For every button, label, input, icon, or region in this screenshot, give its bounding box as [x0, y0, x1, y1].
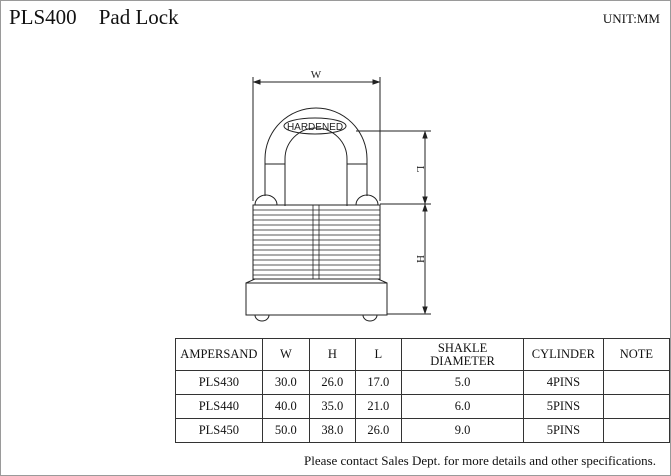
cell: 26.0 [309, 370, 356, 395]
cell [602, 370, 670, 395]
cell: 5PINS [523, 394, 604, 419]
col-h: H [309, 338, 356, 371]
cell [602, 418, 670, 443]
footer-note: Please contact Sales Dept. for more deta… [304, 453, 656, 468]
page-title: PLS400 Pad Lock [9, 5, 201, 30]
dim-h-label: H [414, 255, 426, 263]
col-cylinder: CYLINDER [523, 338, 604, 371]
cell: 21.0 [354, 394, 403, 419]
cell: PLS430 [175, 370, 263, 395]
cell: 9.0 [401, 418, 525, 443]
cell: 4PINS [523, 370, 604, 395]
cell: 30.0 [261, 370, 311, 395]
cell: 26.0 [354, 418, 403, 443]
cell [602, 394, 670, 419]
cell: 5.0 [401, 370, 525, 395]
cell: PLS440 [175, 394, 263, 419]
cell: 17.0 [354, 370, 403, 395]
cell: 38.0 [309, 418, 356, 443]
cell: 50.0 [261, 418, 311, 443]
col-ampersand: AMPERSAND [175, 338, 263, 371]
col-w: W [261, 338, 311, 371]
cell: 5PINS [523, 418, 604, 443]
table-header: AMPERSAND W H L SHAKLE DIAMETER CYLINDER… [175, 338, 670, 371]
dim-l-label: L [414, 166, 426, 173]
cell: 6.0 [401, 394, 525, 419]
dim-w-label: W [311, 69, 322, 81]
col-shakle-diameter: SHAKLE DIAMETER [401, 338, 525, 371]
padlock-drawing: W HARDENED L H [245, 69, 431, 322]
col-l: L [354, 338, 403, 371]
product-name: Pad Lock [98, 5, 179, 29]
hardened-label: HARDENED [287, 122, 343, 133]
model-code: PLS400 [9, 5, 77, 29]
cell: 35.0 [309, 394, 356, 419]
spec-table: AMPERSAND W H L SHAKLE DIAMETER CYLINDER… [175, 338, 670, 443]
cell: PLS450 [175, 418, 263, 443]
cell: 40.0 [261, 394, 311, 419]
unit-label: UNIT:MM [602, 11, 660, 26]
col-note: NOTE [602, 338, 670, 371]
